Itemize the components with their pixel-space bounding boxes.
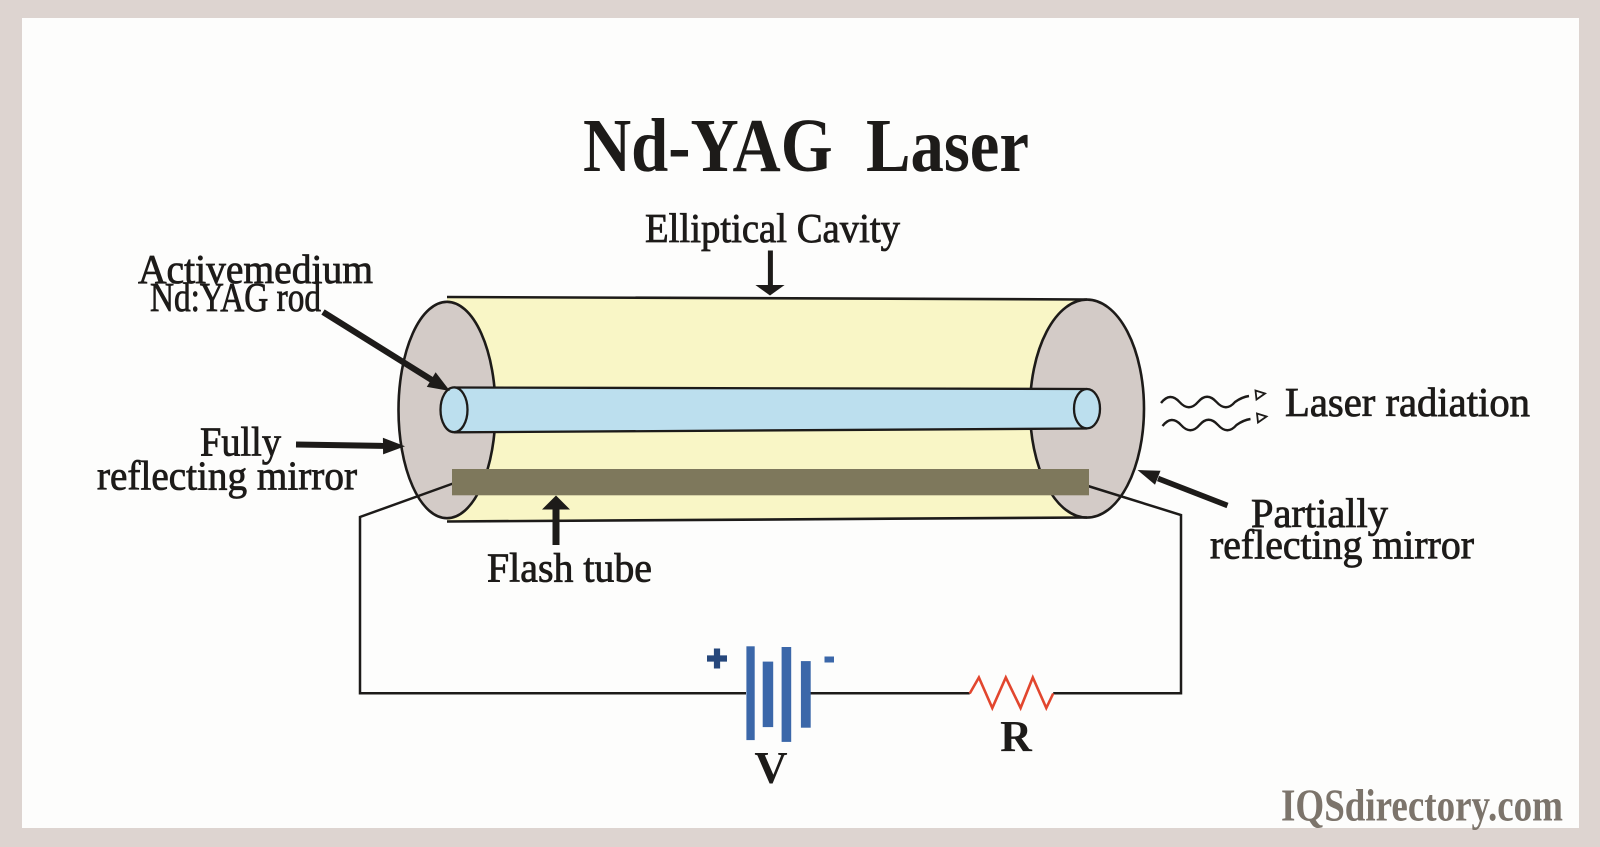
svg-text:reflecting mirror: reflecting mirror xyxy=(97,453,357,499)
svg-text:V: V xyxy=(754,742,787,793)
svg-text:R: R xyxy=(1000,712,1033,761)
svg-text:Partially: Partially xyxy=(1251,490,1388,536)
svg-text:Nd-YAG Laser: Nd-YAG Laser xyxy=(583,104,1029,188)
svg-text:IQSdirectory.com: IQSdirectory.com xyxy=(1281,780,1563,831)
svg-text:Nd:YAG rod: Nd:YAG rod xyxy=(150,274,321,320)
svg-text:Fully: Fully xyxy=(200,419,281,465)
svg-text:reflecting mirror: reflecting mirror xyxy=(1210,522,1474,568)
svg-text:Laser radiation: Laser radiation xyxy=(1285,379,1530,425)
svg-text:Elliptical Cavity: Elliptical Cavity xyxy=(645,205,900,251)
svg-text:Activemedium: Activemedium xyxy=(138,246,373,292)
svg-text:Flash tube: Flash tube xyxy=(487,545,652,591)
